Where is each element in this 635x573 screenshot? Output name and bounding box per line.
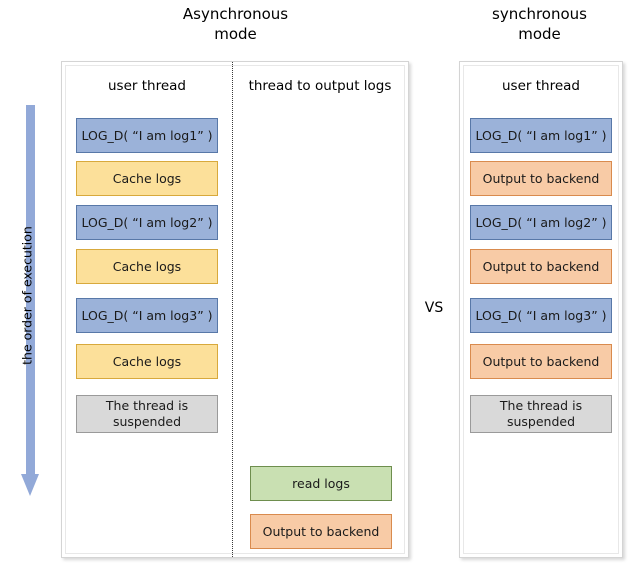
sync-node-log-d-3[interactable]: LOG_D( “I am log3” ): [470, 298, 612, 333]
order-of-execution-arrow-head-icon: [21, 474, 39, 496]
async-node-log-d-2[interactable]: LOG_D( “I am log2” ): [76, 205, 218, 240]
async-mode-title: Asynchronous mode: [182, 5, 289, 44]
sync-node-log-d-2[interactable]: LOG_D( “I am log2” ): [470, 205, 612, 240]
async-node-cache-logs-1[interactable]: Cache logs: [76, 161, 218, 196]
sync-node-log-d-1[interactable]: LOG_D( “I am log1” ): [470, 118, 612, 153]
async-node-output-to-backend[interactable]: Output to backend: [250, 514, 392, 549]
sync-node-thread-suspended[interactable]: The thread is suspended: [470, 395, 612, 433]
async-node-cache-logs-2[interactable]: Cache logs: [76, 249, 218, 284]
sync-panel-inner-border: [463, 65, 619, 554]
async-output-logs-thread-header: thread to output logs: [248, 78, 392, 94]
versus-label: VS: [424, 300, 444, 316]
async-node-log-d-1[interactable]: LOG_D( “I am log1” ): [76, 118, 218, 153]
order-of-execution-arrow-shaft: [26, 105, 35, 476]
thread-divider-line: [232, 62, 233, 557]
order-of-execution-label: the order of execution: [19, 226, 35, 365]
async-node-read-logs[interactable]: read logs: [250, 466, 392, 501]
sync-mode-title: synchronous mode: [492, 5, 587, 44]
sync-node-output-to-backend-2[interactable]: Output to backend: [470, 249, 612, 284]
sync-node-output-to-backend-1[interactable]: Output to backend: [470, 161, 612, 196]
sync-user-thread-header: user thread: [502, 78, 580, 94]
async-panel-inner-border: [65, 65, 405, 554]
async-node-thread-suspended[interactable]: The thread is suspended: [76, 395, 218, 433]
async-node-cache-logs-3[interactable]: Cache logs: [76, 344, 218, 379]
async-node-log-d-3[interactable]: LOG_D( “I am log3” ): [76, 298, 218, 333]
sync-node-output-to-backend-3[interactable]: Output to backend: [470, 344, 612, 379]
async-user-thread-header: user thread: [108, 78, 186, 94]
